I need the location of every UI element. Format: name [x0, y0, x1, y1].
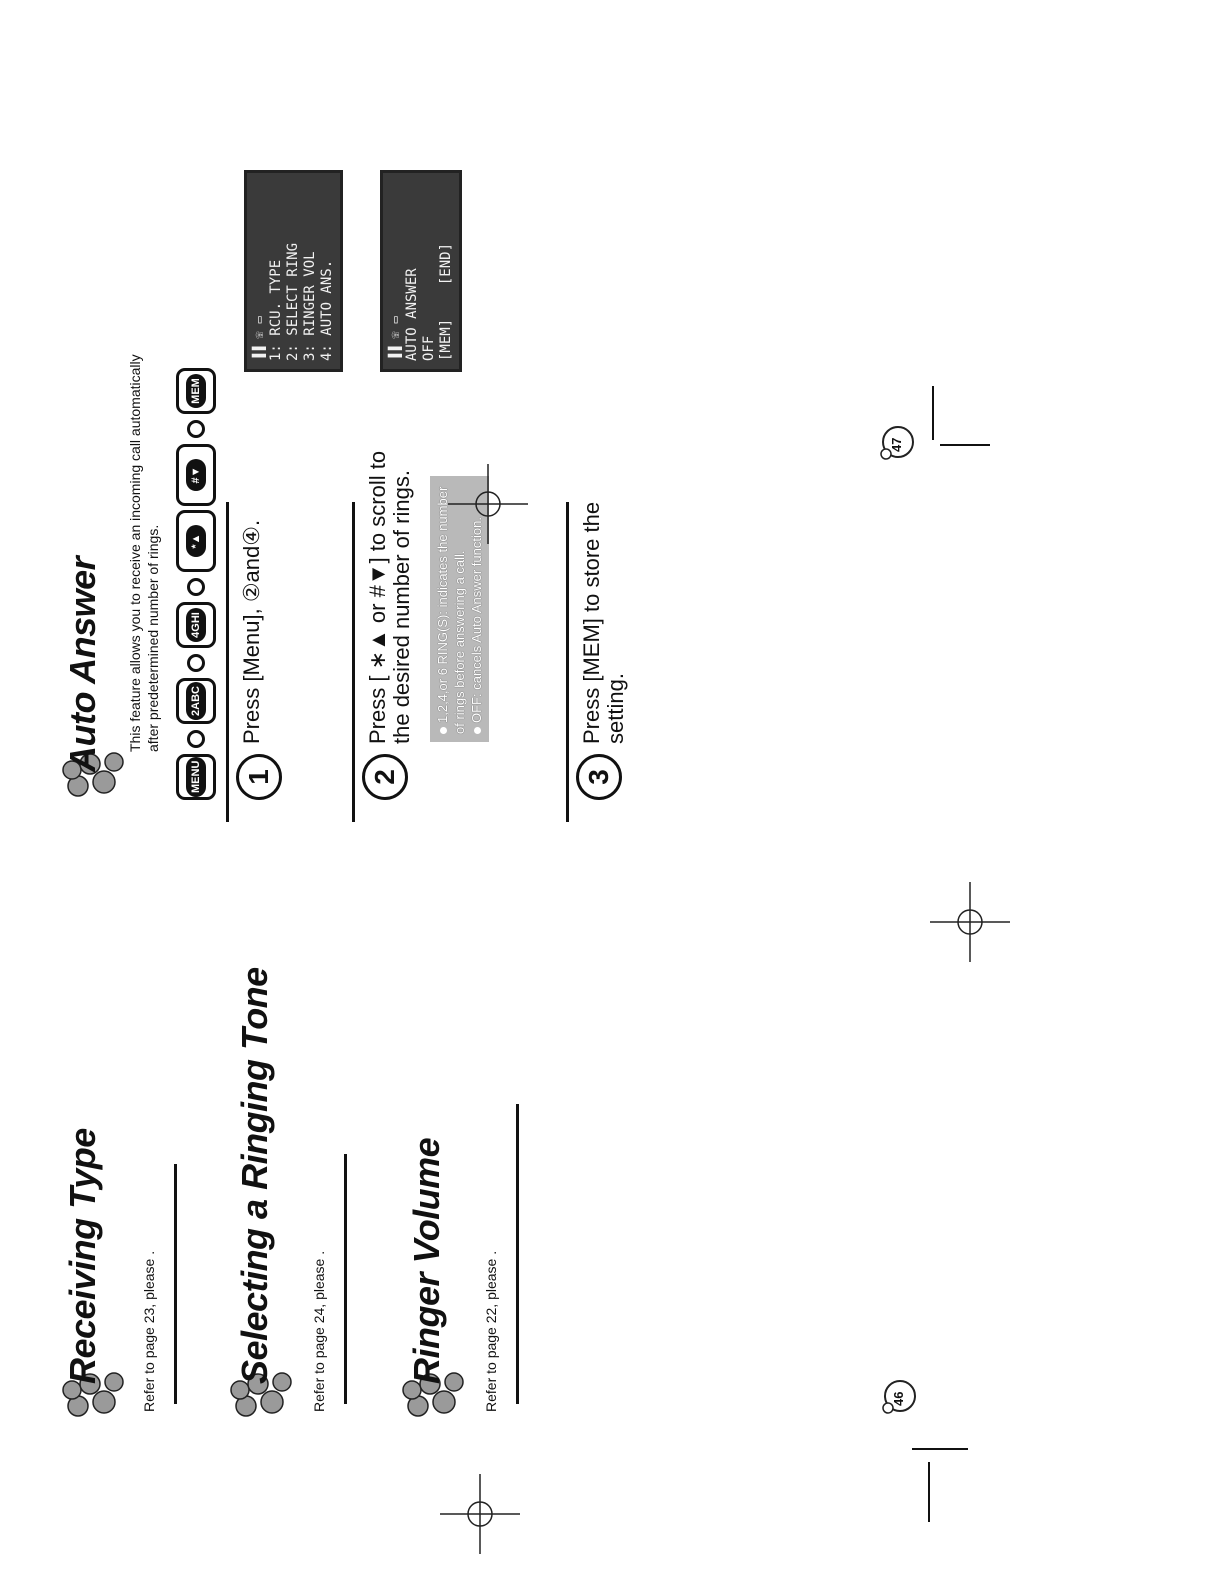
mem-key-icon: MEM [176, 368, 216, 414]
step-text: Press [MEM] to store the setting. [579, 501, 628, 744]
crop-mark [940, 444, 990, 446]
crop-mark [912, 1448, 968, 1450]
key-2-icon: 2ABC [176, 678, 216, 724]
lcd-line: [MEM] [END] [438, 242, 454, 361]
flower-cluster-icon [402, 1372, 464, 1417]
step-rule [566, 502, 569, 822]
registration-mark-icon [448, 464, 528, 544]
note-text: OFF: cancels Auto Answer function. [469, 517, 484, 723]
section-rule [174, 1164, 177, 1404]
key-sequence: MENU 2ABC 4GHI *▲ #▼ MEM [176, 366, 216, 802]
key-4-icon: 4GHI [176, 602, 216, 648]
menu-key-icon: MENU [176, 754, 216, 800]
page-number-badge: 47 [878, 422, 918, 462]
left-page: Receiving Type Refer to page 23, please … [0, 792, 1212, 1584]
arrow-icon [187, 578, 205, 596]
signal-icon: ▐▐ [252, 346, 266, 361]
flower-page-badge-icon [882, 1380, 916, 1414]
section-title: Ringer Volume [406, 1137, 447, 1384]
star-key-icon: *▲ [176, 510, 216, 572]
lcd-screen-auto-answer: ▐▐ ☏ ▭ AUTO ANSWER OFF [MEM] [END] [380, 170, 462, 372]
lcd-line: 3: RINGER VOL [302, 251, 318, 361]
crop-mark [928, 1462, 930, 1522]
step-text: Press [ ∗▲ or #▼] to scroll to the desir… [365, 450, 414, 744]
battery-icon: ▭ [388, 316, 402, 324]
step-number: 1 [236, 754, 282, 800]
flower-cluster-icon [62, 752, 124, 797]
step-rule [226, 502, 229, 822]
flower-cluster-icon [0, 1524, 70, 1584]
page-title: Auto Answer [62, 556, 103, 772]
step-number: 2 [362, 754, 408, 800]
lcd-line: 2: SELECT RING [285, 242, 301, 361]
registration-mark-icon [440, 1474, 520, 1554]
arrow-icon [187, 654, 205, 672]
hash-key-icon: #▼ [176, 444, 216, 506]
signal-icon: ▐▐ [388, 346, 402, 361]
flower-cluster-icon [62, 1372, 124, 1417]
page-number: 47 [889, 437, 904, 452]
page-number: 46 [891, 1391, 906, 1406]
lcd-line: 1: RCU. TYPE [268, 259, 284, 361]
section-rule [344, 1154, 347, 1404]
flower-cluster-icon [230, 1372, 292, 1417]
flower-page-badge-icon [880, 426, 914, 460]
registration-mark-icon [930, 882, 1010, 962]
lcd-line: AUTO ANSWER [404, 268, 420, 361]
phone-icon: ☏ [388, 331, 402, 339]
arrow-icon [187, 730, 205, 748]
lcd-line: 4: AUTO ANS. [319, 259, 335, 361]
battery-icon: ▭ [252, 316, 266, 324]
phone-icon: ☏ [252, 331, 266, 339]
intro-text: This feature allows you to receive an in… [127, 354, 161, 752]
lcd-screen-menu: ▐▐ ☏ ▭ 1: RCU. TYPE 2: SELECT RING 3: RING… [244, 170, 343, 372]
section-title: Receiving Type [62, 1128, 103, 1384]
step-text: Press [Menu], ②and④. [239, 519, 264, 744]
section-rule [516, 1104, 519, 1404]
section-text: Refer to page 24, please . [311, 1250, 327, 1412]
step-rule [352, 502, 355, 822]
arrow-icon [187, 420, 205, 438]
right-page: Auto Answer This feature allows you to r… [62, 170, 1010, 962]
lcd-line: OFF [421, 335, 437, 361]
section-title: Selecting a Ringing Tone [234, 967, 275, 1384]
step-number: 3 [576, 754, 622, 800]
page-number-badge: 46 [880, 1376, 920, 1416]
crop-mark [932, 386, 934, 440]
section-text: Refer to page 22, please . [483, 1250, 499, 1412]
section-text: Refer to page 23, please . [141, 1250, 157, 1412]
